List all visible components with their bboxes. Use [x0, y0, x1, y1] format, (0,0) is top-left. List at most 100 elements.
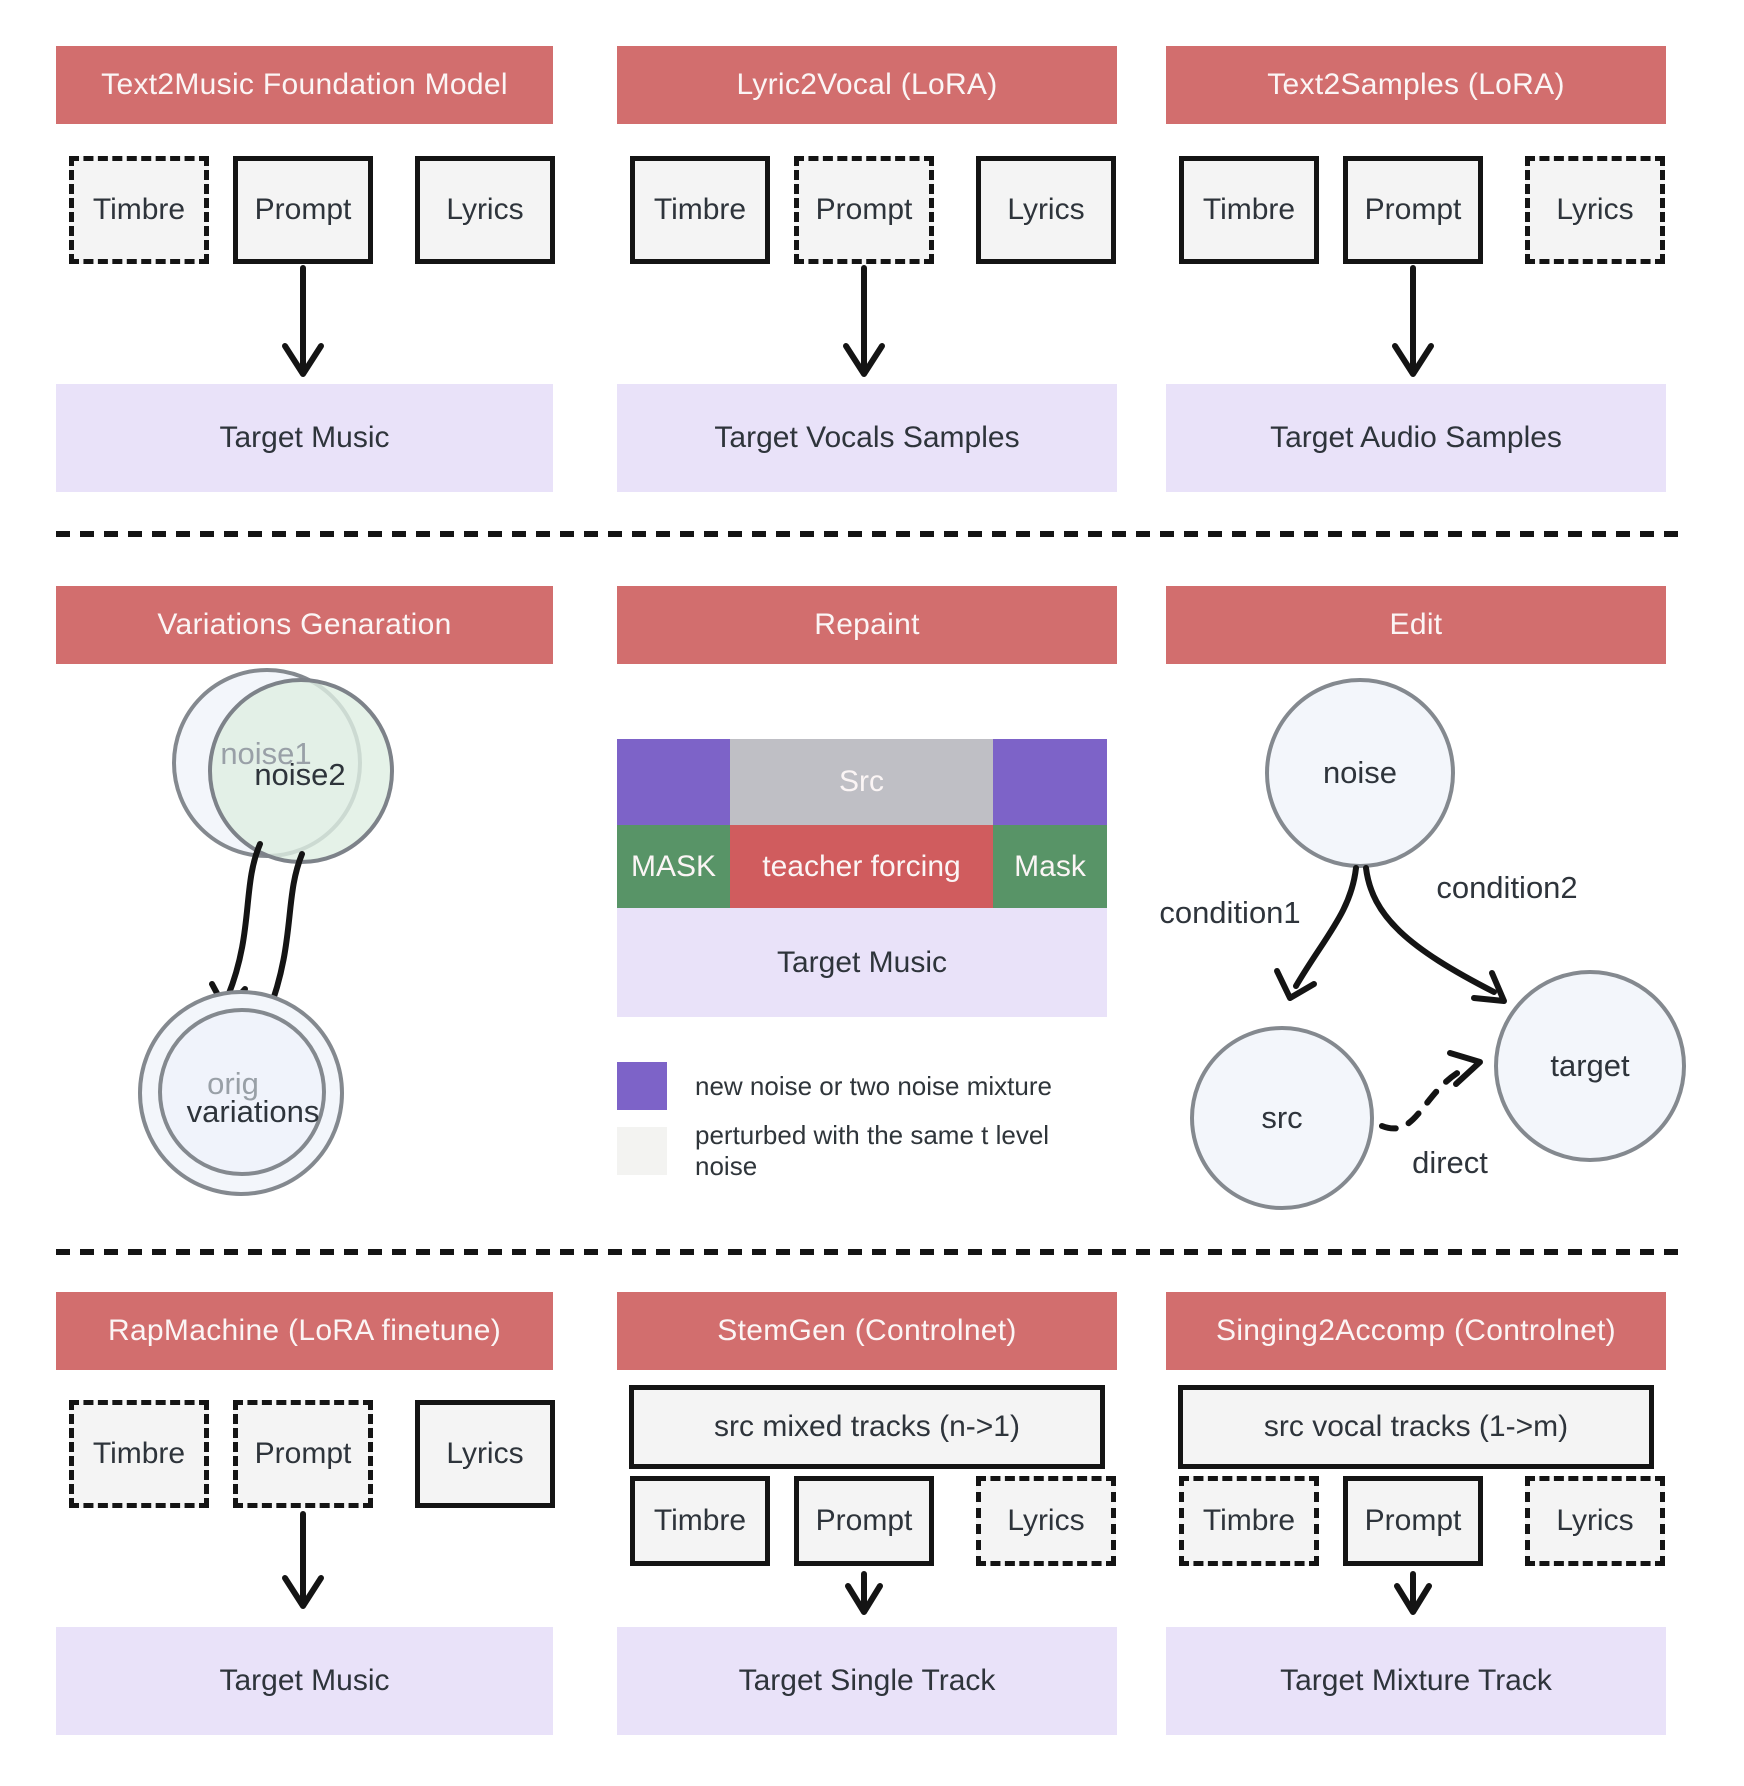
lyrics-label: Lyrics: [1007, 1504, 1085, 1537]
noise1-circle: [172, 668, 362, 858]
panel-title-text: Variations Genaration: [157, 608, 452, 641]
src-label: Src: [839, 765, 884, 798]
noise2-to-variations-arrow: [265, 851, 305, 1017]
teacher-forcing-label: teacher forcing: [762, 849, 961, 883]
timbre-box: Timbre: [1179, 156, 1319, 264]
orig-label: orig: [207, 1066, 259, 1101]
arrowhead-icon: [1274, 968, 1317, 1001]
lyrics-box: Lyrics: [976, 156, 1116, 264]
new-noise-block-right: [993, 739, 1107, 825]
teacher-forcing-block: teacher forcing: [730, 825, 993, 908]
src-mixed-tracks-box: src mixed tracks (n->1): [629, 1385, 1105, 1469]
legend-swatch-purple: [617, 1062, 667, 1110]
panel-title: Text2Music Foundation Model: [56, 46, 553, 124]
src-block: Src: [730, 739, 993, 825]
prompt-box: Prompt: [233, 1400, 373, 1508]
timbre-label: Timbre: [653, 193, 747, 226]
section-divider: [56, 1249, 1688, 1255]
condition2-label: condition2: [1436, 870, 1577, 905]
timbre-box: Timbre: [1179, 1476, 1319, 1566]
variations-circle: [158, 1008, 326, 1176]
prompt-label: Prompt: [815, 193, 913, 226]
timbre-label: Timbre: [653, 1504, 747, 1537]
target-box: Target Vocals Samples: [617, 384, 1117, 492]
target-circle: [1494, 970, 1686, 1162]
target-box: Target Mixture Track: [1166, 1627, 1666, 1735]
prompt-box: Prompt: [794, 1476, 934, 1566]
prompt-label: Prompt: [254, 193, 352, 226]
target-box: Target Audio Samples: [1166, 384, 1666, 492]
src-mixed-tracks-label: src mixed tracks (n->1): [714, 1410, 1020, 1443]
timbre-box: Timbre: [630, 1476, 770, 1566]
timbre-box: Timbre: [69, 1400, 209, 1508]
prompt-label: Prompt: [1364, 193, 1462, 226]
target-label: Target Single Track: [738, 1664, 996, 1697]
noise-to-target-arrow: [1363, 865, 1497, 995]
noise-to-src-arrow: [1293, 865, 1359, 989]
lyrics-box: Lyrics: [976, 1476, 1116, 1566]
src-vocal-tracks-box: src vocal tracks (1->m): [1178, 1385, 1654, 1469]
panel-title: Variations Genaration: [56, 586, 553, 664]
target-label: Target Mixture Track: [1280, 1664, 1552, 1697]
mask-block-right: Mask: [993, 825, 1107, 908]
panel-rapmachine: RapMachine (LoRA finetune) Timbre Prompt…: [56, 1292, 555, 1737]
target-box: Target Music: [56, 384, 553, 492]
variations-diagram: noise1 noise2 orig variations: [138, 668, 394, 1196]
timbre-label: Timbre: [1202, 1504, 1296, 1537]
noise-label: noise: [1323, 755, 1397, 790]
orig-circle: [138, 990, 344, 1196]
panel-title-text: Repaint: [814, 608, 920, 641]
src-label: src: [1261, 1100, 1302, 1135]
panel-edit: Edit noise condition1 condition2 src tar…: [1159, 586, 1686, 1216]
lyrics-label: Lyrics: [446, 1437, 524, 1470]
direct-label: direct: [1412, 1145, 1488, 1180]
panel-title: Text2Samples (LoRA): [1166, 46, 1666, 124]
prompt-label: Prompt: [254, 1437, 352, 1470]
lyrics-box: Lyrics: [415, 156, 555, 264]
panel-title: Repaint: [617, 586, 1117, 664]
panel-stemgen: StemGen (Controlnet) src mixed tracks (n…: [617, 1292, 1117, 1737]
target-box: Target Music: [617, 908, 1107, 1017]
panel-text2music-foundation: Text2Music Foundation Model Timbre Promp…: [56, 46, 555, 492]
edit-diagram: noise condition1 condition2 src target d…: [1159, 678, 1686, 1210]
legend-label: new noise or two noise mixture: [695, 1070, 1052, 1101]
prompt-box: Prompt: [1343, 156, 1483, 264]
panel-title-text: Text2Samples (LoRA): [1267, 68, 1565, 101]
lyrics-box: Lyrics: [1525, 1476, 1665, 1566]
noise2-label: noise2: [254, 757, 345, 792]
noise-circle: [1265, 678, 1455, 868]
src-vocal-tracks-label: src vocal tracks (1->m): [1263, 1410, 1569, 1443]
timbre-box: Timbre: [630, 156, 770, 264]
panel-title-text: Singing2Accomp (Controlnet): [1216, 1314, 1616, 1347]
target-label: target: [1550, 1048, 1630, 1083]
new-noise-block-left: [617, 739, 730, 825]
legend-label: perturbed with the same t level noise: [695, 1120, 1050, 1181]
target-label: Target Vocals Samples: [714, 421, 1020, 454]
noise1-label: noise1: [220, 736, 311, 771]
target-box: Target Single Track: [617, 1627, 1117, 1735]
timbre-label: Timbre: [1202, 193, 1296, 226]
target-label: Target Audio Samples: [1270, 421, 1562, 454]
prompt-label: Prompt: [1364, 1504, 1462, 1537]
timbre-label: Timbre: [92, 1437, 186, 1470]
target-label: Target Music: [219, 421, 390, 454]
lyrics-label: Lyrics: [1556, 1504, 1634, 1537]
panel-title-text: StemGen (Controlnet): [717, 1314, 1017, 1347]
panel-title: Lyric2Vocal (LoRA): [617, 46, 1117, 124]
timbre-label: Timbre: [92, 193, 186, 226]
target-label: Target Music: [219, 1664, 390, 1697]
arrowhead-icon: [209, 981, 248, 1013]
src-circle: [1190, 1026, 1374, 1210]
arrowhead-icon: [1471, 970, 1507, 1004]
lyrics-label: Lyrics: [1556, 193, 1634, 226]
condition1-label: condition1: [1159, 895, 1300, 930]
panel-title: RapMachine (LoRA finetune): [56, 1292, 553, 1370]
panel-variations-generation: Variations Genaration noise1 noise2 orig…: [56, 586, 553, 1216]
panel-title-text: Text2Music Foundation Model: [101, 68, 508, 101]
lyrics-label: Lyrics: [446, 193, 524, 226]
mask-block-left: MASK: [617, 825, 730, 908]
panel-singing2accomp: Singing2Accomp (Controlnet) src vocal tr…: [1166, 1292, 1666, 1737]
arrowhead-icon: [1447, 1050, 1483, 1087]
panel-title: Edit: [1166, 586, 1666, 664]
